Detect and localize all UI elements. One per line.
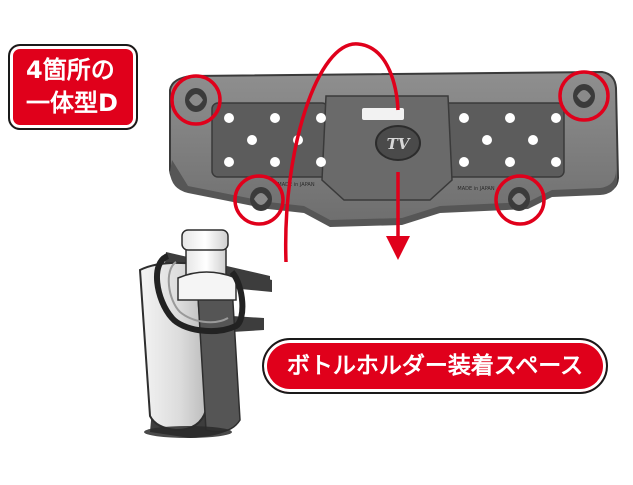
bottle-space-callout: ボトルホルダー装着スペース bbox=[262, 338, 608, 394]
bottle-holder bbox=[138, 229, 272, 438]
made-in-japan-left: MADE in JAPAN bbox=[277, 182, 314, 188]
placement-arrow-head bbox=[386, 236, 410, 260]
holder-sleeve bbox=[138, 261, 208, 432]
bottle-shoulder bbox=[177, 271, 237, 301]
made-in-japan-right: MADE in JAPAN bbox=[457, 186, 494, 192]
holder-strap bbox=[154, 253, 246, 335]
logo-emblem bbox=[375, 125, 421, 161]
d-ring-callout-line1: 4箇所の bbox=[26, 56, 115, 84]
bottle-cap bbox=[181, 229, 229, 251]
logo-mark-text: TV bbox=[387, 135, 411, 153]
d-ring-top-right bbox=[573, 84, 595, 108]
holder-base-shadow bbox=[144, 426, 232, 438]
center-slot bbox=[362, 108, 404, 120]
d-ring-callout: 4箇所の 一体型D bbox=[8, 44, 138, 130]
d-ring-bottom-right bbox=[508, 187, 530, 211]
holder-strap-inner bbox=[167, 261, 229, 324]
d-ring-bottom-left bbox=[250, 187, 272, 211]
vent-holes-left bbox=[224, 113, 326, 167]
placement-arrow bbox=[283, 42, 410, 263]
d-ring-callout-line2: 一体型D bbox=[26, 89, 118, 117]
d-ring-top-left bbox=[185, 88, 207, 112]
right-pad bbox=[439, 102, 565, 178]
base-panel: TV MADE in JAPAN MADE in JAPAN bbox=[169, 70, 620, 227]
placement-arrow-line bbox=[283, 42, 400, 263]
vent-holes-right bbox=[459, 113, 561, 167]
d-ring-highlight-circles bbox=[170, 70, 610, 226]
